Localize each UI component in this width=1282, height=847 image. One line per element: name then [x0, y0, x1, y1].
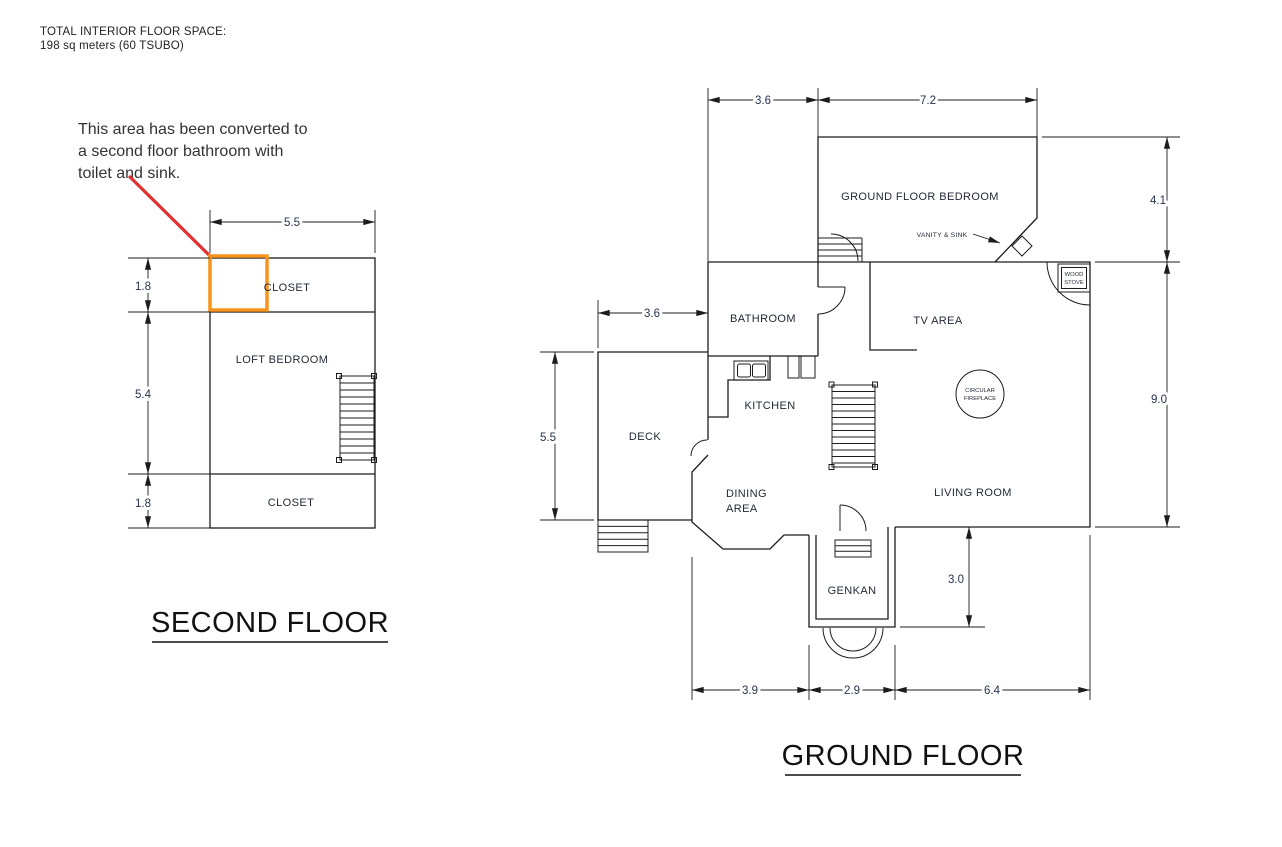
callout-leader-line: [127, 174, 213, 259]
converted-bathroom-highlight-box: [208, 254, 269, 312]
room-label-dining-line1: DINING: [726, 488, 767, 500]
ground-floor-plan: VANITY & SINK WOOD STOVE CIRCULAR FIREPL…: [537, 88, 1180, 776]
dim-second-floor-width: 5.5: [209, 210, 376, 253]
room-label-deck: DECK: [629, 431, 661, 443]
svg-text:6.4: 6.4: [984, 685, 1001, 697]
tv-area-partition-wall: [869, 262, 917, 351]
svg-text:5.5: 5.5: [284, 217, 300, 229]
svg-text:1.8: 1.8: [135, 281, 151, 293]
svg-text:3.6: 3.6: [644, 308, 660, 320]
main-floor-left-dining-walls: [691, 262, 809, 550]
svg-text:9.0: 9.0: [1151, 394, 1167, 406]
svg-text:5.5: 5.5: [540, 432, 556, 444]
room-label-bathroom: BATHROOM: [730, 313, 796, 325]
vanity-sink-label: VANITY & SINK: [917, 232, 968, 239]
svg-text:FIREPLACE: FIREPLACE: [964, 396, 996, 402]
total-floor-space-line1: TOTAL INTERIOR FLOOR SPACE:: [40, 26, 226, 38]
annotation-line3: toilet and sink.: [78, 165, 180, 182]
room-label-closet-top: CLOSET: [264, 282, 310, 294]
svg-text:4.1: 4.1: [1150, 195, 1166, 207]
room-label-closet-bottom: CLOSET: [268, 497, 314, 509]
genkan-steps-icon: [834, 539, 872, 558]
kitchen-counter-walls: [708, 356, 771, 418]
bathroom-conversion-annotation: This area has been converted to a second…: [78, 121, 308, 259]
sink-icon: [1011, 235, 1033, 257]
second-floor-plan: CLOSET LOFT BEDROOM CLOSET 5.5 1.8 5.4 1…: [128, 210, 389, 643]
dim-genkan-height: 3.0: [900, 527, 985, 628]
ground-floor-title: GROUND FLOOR: [782, 740, 1025, 772]
dim-ground-bottom-chain: 3.9 2.9 6.4: [691, 535, 1091, 700]
bedroom-corner-door-arc-icon: [1046, 261, 1091, 306]
bedroom-steps-icon: [818, 233, 863, 262]
annotation-line1: This area has been converted to: [78, 121, 308, 138]
vanity-leader-line: [972, 233, 1001, 244]
svg-text:3.6: 3.6: [755, 95, 771, 107]
room-label-genkan: GENKAN: [828, 585, 877, 597]
room-label-loft-bedroom: LOFT BEDROOM: [236, 354, 329, 366]
hallway-cabinet-icon: [787, 355, 816, 379]
wood-stove-icon: WOOD STOVE: [1057, 263, 1091, 293]
svg-text:7.2: 7.2: [920, 95, 936, 107]
bathroom-door-arc-icon: [817, 286, 846, 315]
svg-text:3.9: 3.9: [742, 685, 758, 697]
total-floor-space-note: TOTAL INTERIOR FLOOR SPACE: 198 sq meter…: [40, 26, 226, 52]
second-floor-outline: [209, 257, 376, 529]
front-door-arc-icon: [839, 504, 867, 532]
bedroom-door-arc-icon: [830, 233, 859, 262]
svg-text:2.9: 2.9: [844, 685, 860, 697]
dim-ground-top-chain: 3.6 7.2: [707, 88, 1038, 262]
room-label-tv-area: TV AREA: [913, 315, 963, 327]
room-label-bedroom: GROUND FLOOR BEDROOM: [841, 191, 999, 203]
dim-second-floor-left-chain: 1.8 5.4 1.8: [128, 257, 210, 529]
total-floor-space-line2: 198 sq meters (60 TSUBO): [40, 40, 184, 52]
room-label-dining-line2: AREA: [726, 503, 758, 515]
second-floor-partition-walls: [210, 311, 375, 475]
genkan-walls: [808, 527, 896, 659]
svg-text:WOOD: WOOD: [1065, 272, 1084, 278]
vanity-sink-callout: VANITY & SINK: [917, 232, 1033, 257]
svg-text:1.8: 1.8: [135, 498, 151, 510]
circular-fireplace-icon: CIRCULAR FIREPLACE: [955, 369, 1005, 419]
svg-text:STOVE: STOVE: [1064, 280, 1084, 286]
second-floor-title: SECOND FLOOR: [151, 607, 389, 639]
dim-deck-height: 5.5: [537, 351, 594, 521]
svg-text:5.4: 5.4: [135, 389, 152, 401]
main-floor-top-right-walls: [708, 261, 1091, 528]
dim-deck-width: 3.6: [597, 300, 708, 348]
dim-ground-right-chain: 4.1 9.0: [1042, 136, 1180, 528]
svg-text:3.0: 3.0: [948, 574, 964, 586]
loft-stairs-icon: [336, 373, 377, 463]
stove-icon: [733, 360, 769, 381]
entry-porch-arcs-icon: [822, 627, 884, 659]
annotation-line2: a second floor bathroom with: [78, 143, 283, 160]
deck-door-arc-icon: [690, 439, 708, 457]
room-label-kitchen: KITCHEN: [744, 400, 795, 412]
room-label-living-room: LIVING ROOM: [934, 487, 1012, 499]
bathroom-walls: [708, 262, 819, 357]
deck-steps-icon: [597, 519, 649, 553]
main-stairs-icon: [828, 381, 878, 470]
svg-text:CIRCULAR: CIRCULAR: [965, 388, 995, 394]
